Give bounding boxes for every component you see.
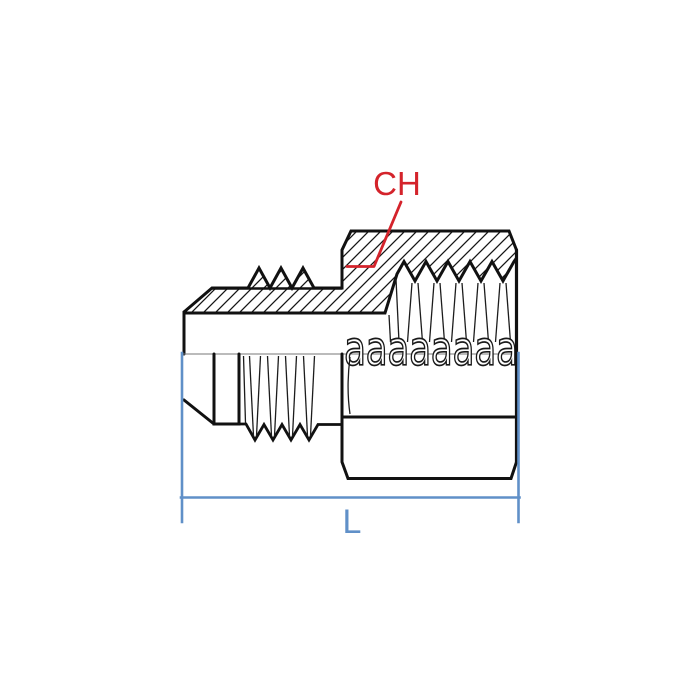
thread-root-glyph: a (453, 321, 475, 376)
hatched-section-body (182, 229, 518, 315)
thread-root-glyph: a (366, 321, 388, 376)
ch-leader-line (345, 200, 403, 268)
dimension-l: L (179, 351, 521, 541)
ch-callout: CH (345, 165, 421, 268)
thread-root-glyph: a (409, 321, 431, 376)
male-thread-flanks (242, 355, 316, 437)
thread-root-glyph: a (431, 321, 453, 376)
thread-root-glyph: a (344, 321, 366, 376)
thread-root-glyph: a (387, 321, 409, 376)
thread-root-glyph: a (474, 321, 496, 376)
male-thread-profile-lower (237, 421, 344, 443)
hex-body-lower (340, 248, 519, 480)
female-thread-flanks (388, 278, 512, 343)
label-ch: CH (373, 165, 421, 202)
dimension-l-label: L (343, 503, 362, 541)
male-flare-nose (182, 352, 241, 426)
hex-outline-lower (340, 352, 518, 480)
thread-root-glyph: a (496, 321, 518, 376)
hex-corner-chamfer-arc (347, 356, 351, 415)
